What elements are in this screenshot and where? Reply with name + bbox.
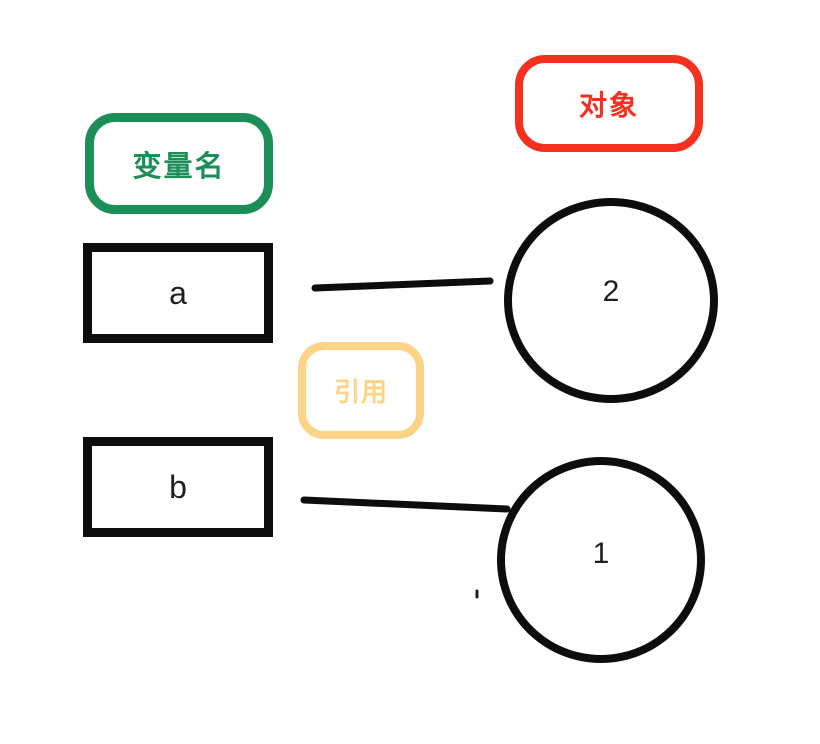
reference-line-b-to-1 <box>300 496 511 513</box>
legend-variable-name-box: 变量名 <box>85 113 273 214</box>
legend-variable-name-label: 变量名 <box>132 150 226 183</box>
legend-object-label: 对象 <box>578 89 639 121</box>
object-1-value: 1 <box>592 537 610 570</box>
legend-object-box: 对象 <box>515 55 703 152</box>
object-circle-1: 1 <box>497 457 705 663</box>
object-2-value: 2 <box>602 274 620 308</box>
legend-reference-box: 引用 <box>298 342 424 439</box>
variable-box-b: b <box>83 437 273 537</box>
variable-box-a: a <box>83 243 273 343</box>
object-circle-2: 2 <box>504 198 718 403</box>
legend-reference-label: 引用 <box>333 377 388 407</box>
variable-a-label: a <box>169 274 187 311</box>
variable-b-label: b <box>169 468 187 505</box>
reference-line-a-to-2 <box>311 277 494 292</box>
